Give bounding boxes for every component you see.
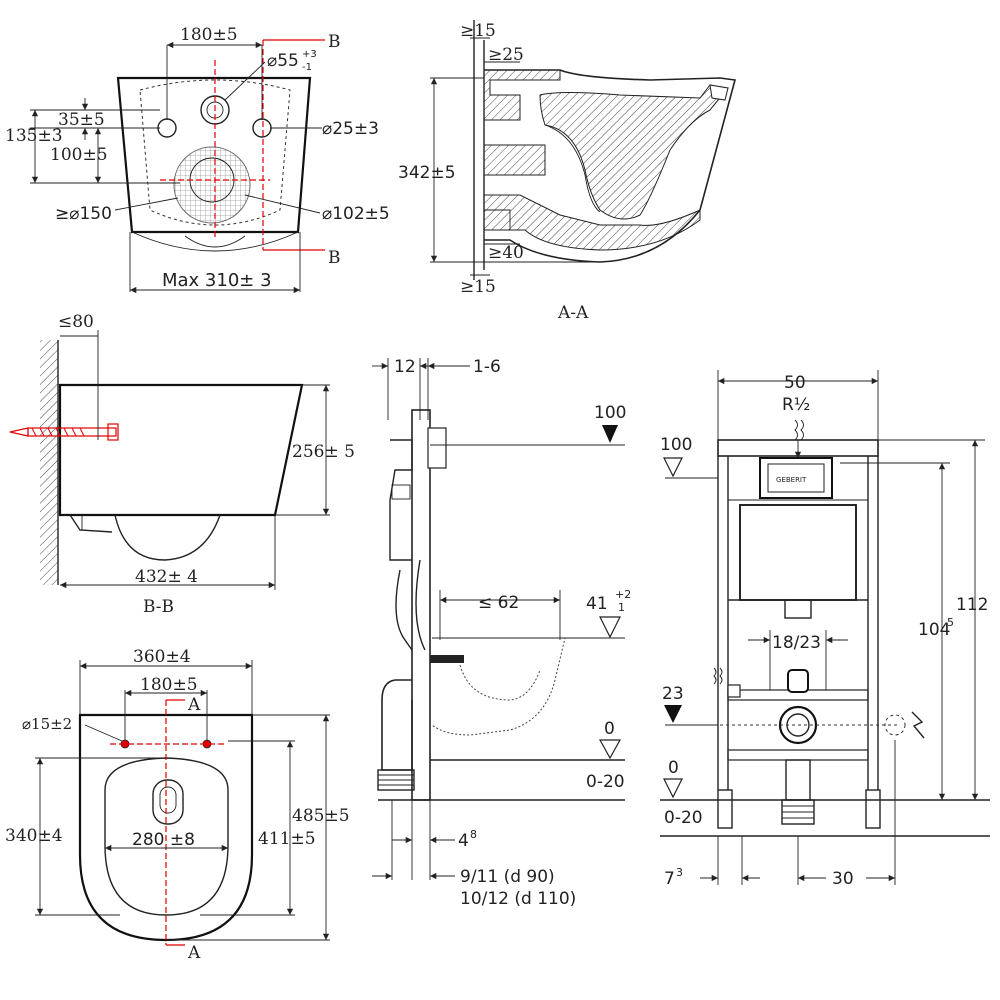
dim-104: 104 <box>918 620 950 640</box>
dim-100: 100±5 <box>50 145 108 165</box>
caption-aa: A-A <box>557 303 589 323</box>
dim-bottom-15: ≥15 <box>460 277 496 297</box>
cut-label-a-top: A <box>187 695 201 715</box>
dim-102: ⌀102±5 <box>322 204 390 224</box>
level-0-20-front: 0-20 <box>664 808 703 828</box>
dim-256: 256± 5 <box>292 442 355 462</box>
dim-80: ≤80 <box>58 312 94 332</box>
dim-360: 360±4 <box>133 647 191 667</box>
dim-7: 7 <box>664 869 675 889</box>
dim-30: 30 <box>832 869 854 889</box>
level-0-marker <box>598 739 622 760</box>
cut-label-a-bottom: A <box>187 943 201 963</box>
level-41-marker <box>599 616 621 639</box>
dim-62: ≤ 62 <box>478 593 519 613</box>
toilet-outline-dashed <box>431 637 566 736</box>
dim-25-aa: ≥25 <box>488 45 524 65</box>
dim-top-15: ≥15 <box>460 21 496 41</box>
dim-55: ⌀55 <box>267 51 299 71</box>
bb-outline <box>58 383 304 517</box>
dim-150: ≥⌀150 <box>55 204 112 224</box>
dim-432: 432± 4 <box>135 567 198 587</box>
level-23: 23 <box>662 684 684 704</box>
dim-9-11: 9/11 (d 90) <box>460 867 555 887</box>
dim-40: ≥40 <box>488 243 524 263</box>
caption-bb: B-B <box>143 597 174 617</box>
cistern <box>739 504 857 601</box>
section-bb: ≤80 256± 5 432± 4 B-B <box>9 312 355 617</box>
dim-342: 342±5 <box>398 163 456 183</box>
wall-hatch <box>40 340 58 585</box>
dim-15: ⌀15±2 <box>22 715 72 733</box>
dim-411: 411±5 <box>258 829 316 849</box>
dim-7-sup: 3 <box>676 866 683 879</box>
top-view: B B 180±5 ⌀55 +3 -1 35±5 135±3 100±5 ⌀25… <box>5 25 390 294</box>
inlet-fitting <box>787 669 809 693</box>
tol-41-minus: 1 <box>618 601 625 614</box>
dim-18-23: 18/23 <box>772 633 821 653</box>
level-0-front-marker <box>663 778 683 799</box>
section-aa: 342±5 ≥15 ≥25 ≥40 ≥15 A-A <box>398 20 737 323</box>
dim-112: 112 <box>956 595 988 615</box>
pipe-r-half: R½ <box>782 395 810 415</box>
outlet-opening <box>152 779 184 825</box>
dim-48-sup: 8 <box>470 828 477 841</box>
tol-55-minus: -1 <box>302 62 312 73</box>
level-0-side: 0 <box>604 719 615 739</box>
level-0-20-side: 0-20 <box>586 772 625 792</box>
level-100-marker <box>602 425 618 443</box>
tol-41-plus: +2 <box>615 588 631 601</box>
fixing-hole-left <box>157 118 177 138</box>
dim-280: 280 ±8 <box>132 830 195 850</box>
frame-profile <box>411 409 431 801</box>
cut-label-b-top: B <box>328 32 341 52</box>
lightning-icon <box>911 711 925 739</box>
drain-pipe <box>381 679 413 771</box>
level-0-front: 0 <box>668 758 679 778</box>
level-23-marker <box>664 705 682 723</box>
tol-55-plus: +3 <box>302 49 317 60</box>
dim-135: 135±3 <box>5 126 63 146</box>
dim-180-plan: 180±5 <box>140 675 198 695</box>
dim-12: 12 <box>394 357 416 377</box>
level-41: 41 <box>586 594 608 614</box>
dim-35: 35±5 <box>58 110 105 130</box>
dim-1-6: 1-6 <box>473 357 501 377</box>
fixing-hole-right <box>252 118 272 138</box>
plan-view: A A 360±4 180±5 ⌀15±2 485±5 340±4 280 ±8 <box>5 647 350 963</box>
dim-25: ⌀25±3 <box>322 119 379 139</box>
dim-485: 485±5 <box>292 806 350 826</box>
dim-104-sup: 5 <box>947 616 954 629</box>
electric-socket-icon <box>884 714 906 736</box>
dim-48: 4 <box>458 831 469 851</box>
brand-label: GEBERIT <box>776 476 807 484</box>
dim-340: 340±4 <box>5 826 63 846</box>
dim-max-310: Max 310± 3 <box>162 270 272 291</box>
level-100-front-marker <box>663 457 683 478</box>
dim-180: 180±5 <box>180 25 238 45</box>
outlet-grid <box>173 146 251 224</box>
flush-plate <box>427 427 447 469</box>
dim-50: 50 <box>784 373 806 393</box>
level-100-side: 100 <box>594 403 626 423</box>
frame-side-view: 12 1-6 100 ≤ 62 41 +2 1 0 0-20 <box>372 357 631 909</box>
frame-front-view: 50 R½ GEBERIT <box>660 370 990 889</box>
flush-valve-box <box>759 457 833 499</box>
dim-10-12: 10/12 (d 110) <box>460 889 576 909</box>
level-100-front: 100 <box>660 435 692 455</box>
cut-label-b-bottom: B <box>328 248 341 268</box>
